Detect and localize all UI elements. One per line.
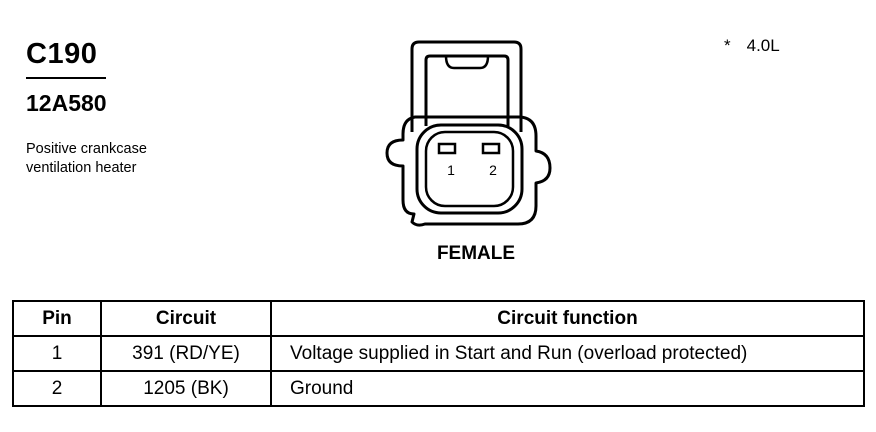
connector-description: Positive crankcase ventilation heater [26, 140, 226, 178]
pin-1-terminal [437, 142, 457, 155]
circuit-cell: 391 (RD/YE) [100, 335, 272, 372]
description-line: Positive crankcase [26, 141, 147, 157]
table-row: 1 391 (RD/YE) Voltage supplied in Start … [12, 335, 865, 372]
connector-id: C190 [26, 38, 98, 70]
pin-cell: 2 [12, 370, 102, 407]
description-line: ventilation heater [26, 160, 137, 176]
note-text: 4.0L [746, 36, 780, 55]
note-marker: * [724, 36, 731, 55]
pinout-table: Pin Circuit Circuit function 1 391 (RD/Y… [12, 300, 865, 407]
mating-face-outer [415, 123, 524, 215]
engine-note: * 4.0L [724, 36, 780, 56]
function-cell: Ground [270, 370, 865, 407]
connector-gender: FEMALE [436, 243, 516, 264]
connector-id-underline [26, 77, 106, 79]
pin-1-label: 1 [447, 162, 455, 178]
locking-tab-inner [424, 54, 510, 126]
function-cell: Voltage supplied in Start and Run (overl… [270, 335, 865, 372]
header-pin: Pin [12, 300, 102, 337]
table-row: 2 1205 (BK) Ground [12, 370, 865, 407]
latch-window [444, 55, 490, 70]
table-header-row: Pin Circuit Circuit function [12, 300, 865, 337]
header-circuit-function: Circuit function [270, 300, 865, 337]
mating-face-inner [424, 130, 515, 208]
pin-cell: 1 [12, 335, 102, 372]
circuit-cell: 1205 (BK) [100, 370, 272, 407]
pin-2-label: 2 [489, 162, 497, 178]
connector-diagram: 1 2 [385, 40, 552, 227]
pin-2-terminal [481, 142, 501, 155]
connector-body [385, 115, 552, 227]
header-circuit: Circuit [100, 300, 272, 337]
part-number: 12A580 [26, 90, 107, 116]
locking-tab-outer [410, 40, 523, 132]
